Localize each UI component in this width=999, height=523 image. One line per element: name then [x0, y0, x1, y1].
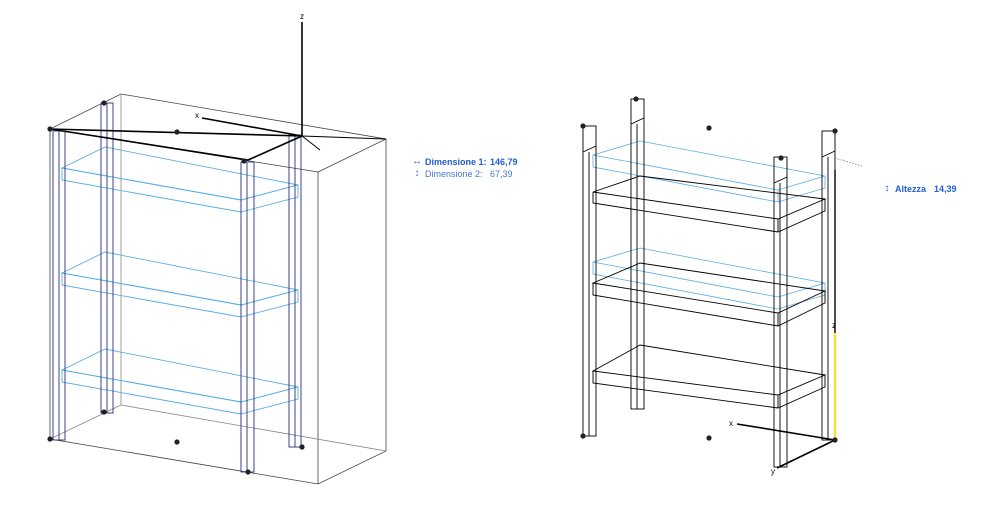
grip-point[interactable]: [580, 123, 586, 129]
height-value[interactable]: 14,39: [934, 184, 957, 194]
dimension-2-label: Dimensione 2:: [425, 169, 483, 179]
grip-point[interactable]: [101, 409, 107, 415]
grip-point[interactable]: [633, 96, 639, 102]
grip-point[interactable]: [832, 128, 838, 134]
x-axis-line: [736, 423, 836, 441]
shelf-boards: [60, 146, 299, 415]
bounding-box: [49, 93, 387, 485]
dimension-2-value[interactable]: 67,39: [490, 169, 513, 179]
grip-point[interactable]: [174, 439, 180, 445]
z-axis-label: z: [832, 321, 836, 330]
horizontal-arrow-icon: ↔: [412, 156, 422, 167]
x-axis-label: x: [195, 111, 199, 120]
dimension-2-row[interactable]: ↕ Dimensione 2: 67,39: [412, 168, 524, 180]
grip-handles[interactable]: [580, 96, 838, 443]
y-axis-label: y: [771, 467, 775, 476]
grip-point[interactable]: [299, 444, 305, 450]
x-axis-line: [201, 117, 303, 137]
grip-point[interactable]: [47, 436, 53, 442]
height-readout: ↕ Altezza 14,39: [882, 183, 968, 195]
shelf-boards: [591, 175, 827, 409]
axis-gizmo: z x: [195, 12, 304, 137]
ghost-shelves: [592, 140, 826, 310]
height-label: Altezza: [895, 184, 927, 194]
vertical-arrow-icon: ↕: [414, 168, 420, 179]
vertical-arrow-icon: ↕: [884, 183, 890, 194]
grip-point[interactable]: [241, 158, 247, 164]
x-axis-label: x: [729, 419, 733, 428]
dimension-1-row[interactable]: ↔ Dimensione 1: 146,79: [412, 156, 524, 168]
frame-posts: [52, 102, 302, 473]
grip-point[interactable]: [245, 469, 251, 475]
right-shelf-model[interactable]: z x y: [580, 96, 863, 476]
left-shelf-model[interactable]: z x: [47, 12, 387, 485]
grip-handles[interactable]: [47, 100, 305, 475]
grip-point[interactable]: [778, 155, 784, 161]
z-axis-label: z: [300, 12, 304, 21]
grip-point[interactable]: [174, 129, 180, 135]
projection-lines: [49, 128, 387, 161]
y-axis-line: [776, 439, 836, 469]
dimension-readout: ↔ Dimensione 1: 146,79 ↕ Dimensione 2: 6…: [412, 156, 524, 180]
axis-gizmo: z x y: [729, 321, 836, 476]
reference-line: [834, 157, 863, 167]
grip-point[interactable]: [101, 100, 107, 106]
grip-point[interactable]: [706, 435, 712, 441]
grip-point[interactable]: [580, 433, 586, 439]
grip-point[interactable]: [706, 125, 712, 131]
dimension-1-value[interactable]: 146,79: [490, 157, 518, 167]
grip-point[interactable]: [47, 126, 53, 132]
dimension-1-label: Dimensione 1:: [425, 157, 487, 167]
grip-point[interactable]: [832, 437, 838, 443]
height-row[interactable]: ↕ Altezza 14,39: [882, 183, 968, 195]
